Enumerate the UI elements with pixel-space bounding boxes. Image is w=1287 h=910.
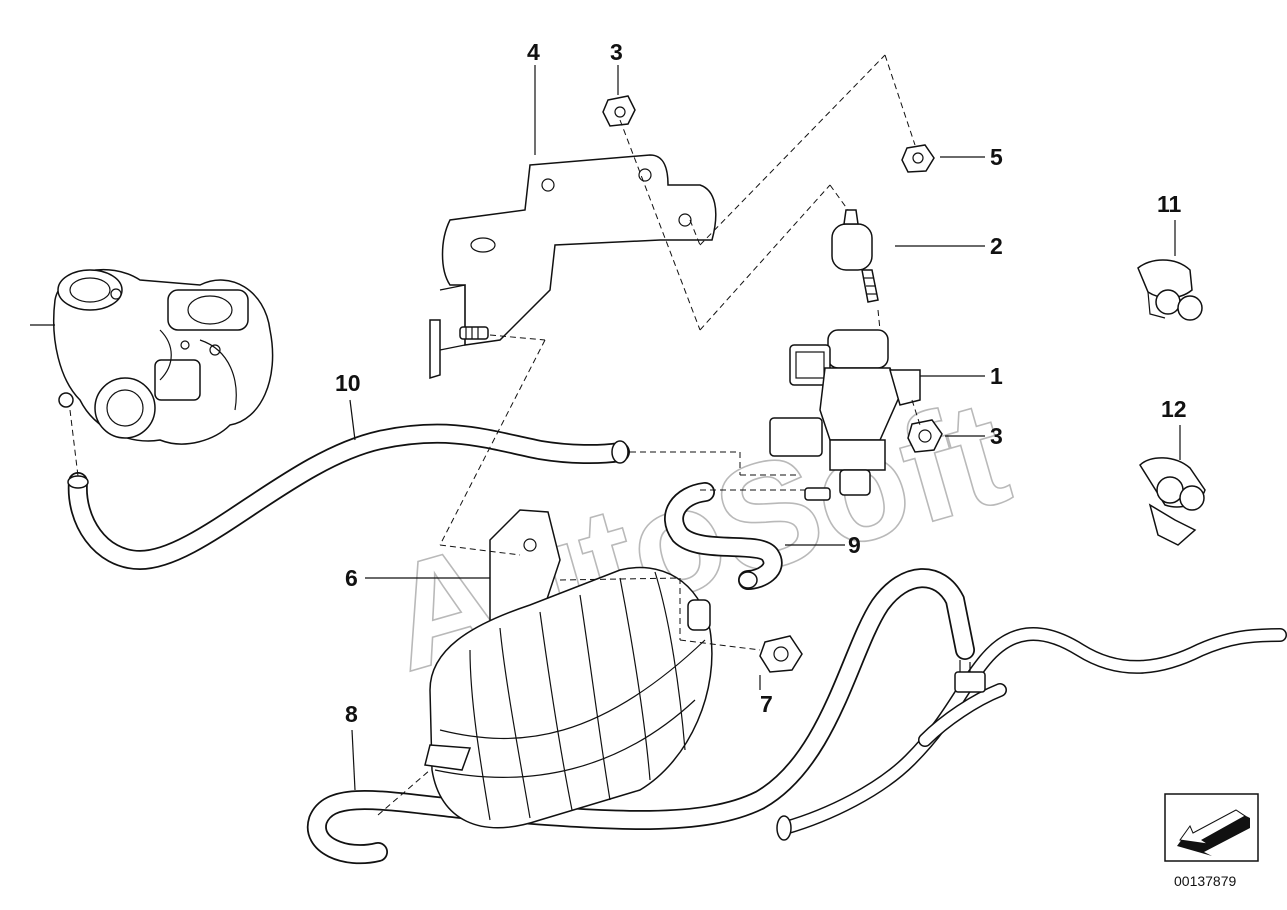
callout-2: 2	[990, 233, 1003, 259]
pressure-converter-part-1	[769, 329, 921, 501]
hose-part-10	[67, 423, 630, 571]
direction-arrow-icon	[1164, 793, 1259, 862]
hose-part-9	[664, 482, 783, 590]
vacuum-line-assembly	[776, 627, 1287, 841]
leader-lines	[349, 54, 1181, 816]
clip-part-11	[1137, 259, 1203, 321]
nut-part-3-lower	[907, 419, 943, 453]
callout-9: 9	[848, 532, 861, 558]
callout-8: 8	[345, 701, 358, 727]
callout-3-top: 3	[610, 39, 623, 65]
callout-5: 5	[990, 144, 1003, 170]
callout-6: 6	[345, 565, 358, 591]
callout-12: 12	[1161, 396, 1187, 422]
hose-part-8	[306, 568, 975, 865]
part-number-label: 00137879	[1174, 873, 1237, 889]
nut-part-5	[901, 144, 935, 173]
callout-1: 1	[990, 363, 1003, 389]
callout-3-lower: 3	[990, 423, 1003, 449]
callout-7: 7	[760, 691, 773, 717]
vacuum-canister-illustration	[424, 509, 713, 829]
callout-4: 4	[527, 39, 540, 65]
nut-part-7	[759, 635, 803, 673]
bracket-part-4	[429, 154, 717, 380]
filter-part-2	[831, 209, 879, 303]
turbocharger-illustration	[30, 268, 274, 477]
nut-part-3-top	[602, 95, 636, 127]
callout-11: 11	[1157, 191, 1182, 217]
callout-10: 10	[335, 370, 361, 396]
clip-part-12	[1139, 457, 1206, 546]
